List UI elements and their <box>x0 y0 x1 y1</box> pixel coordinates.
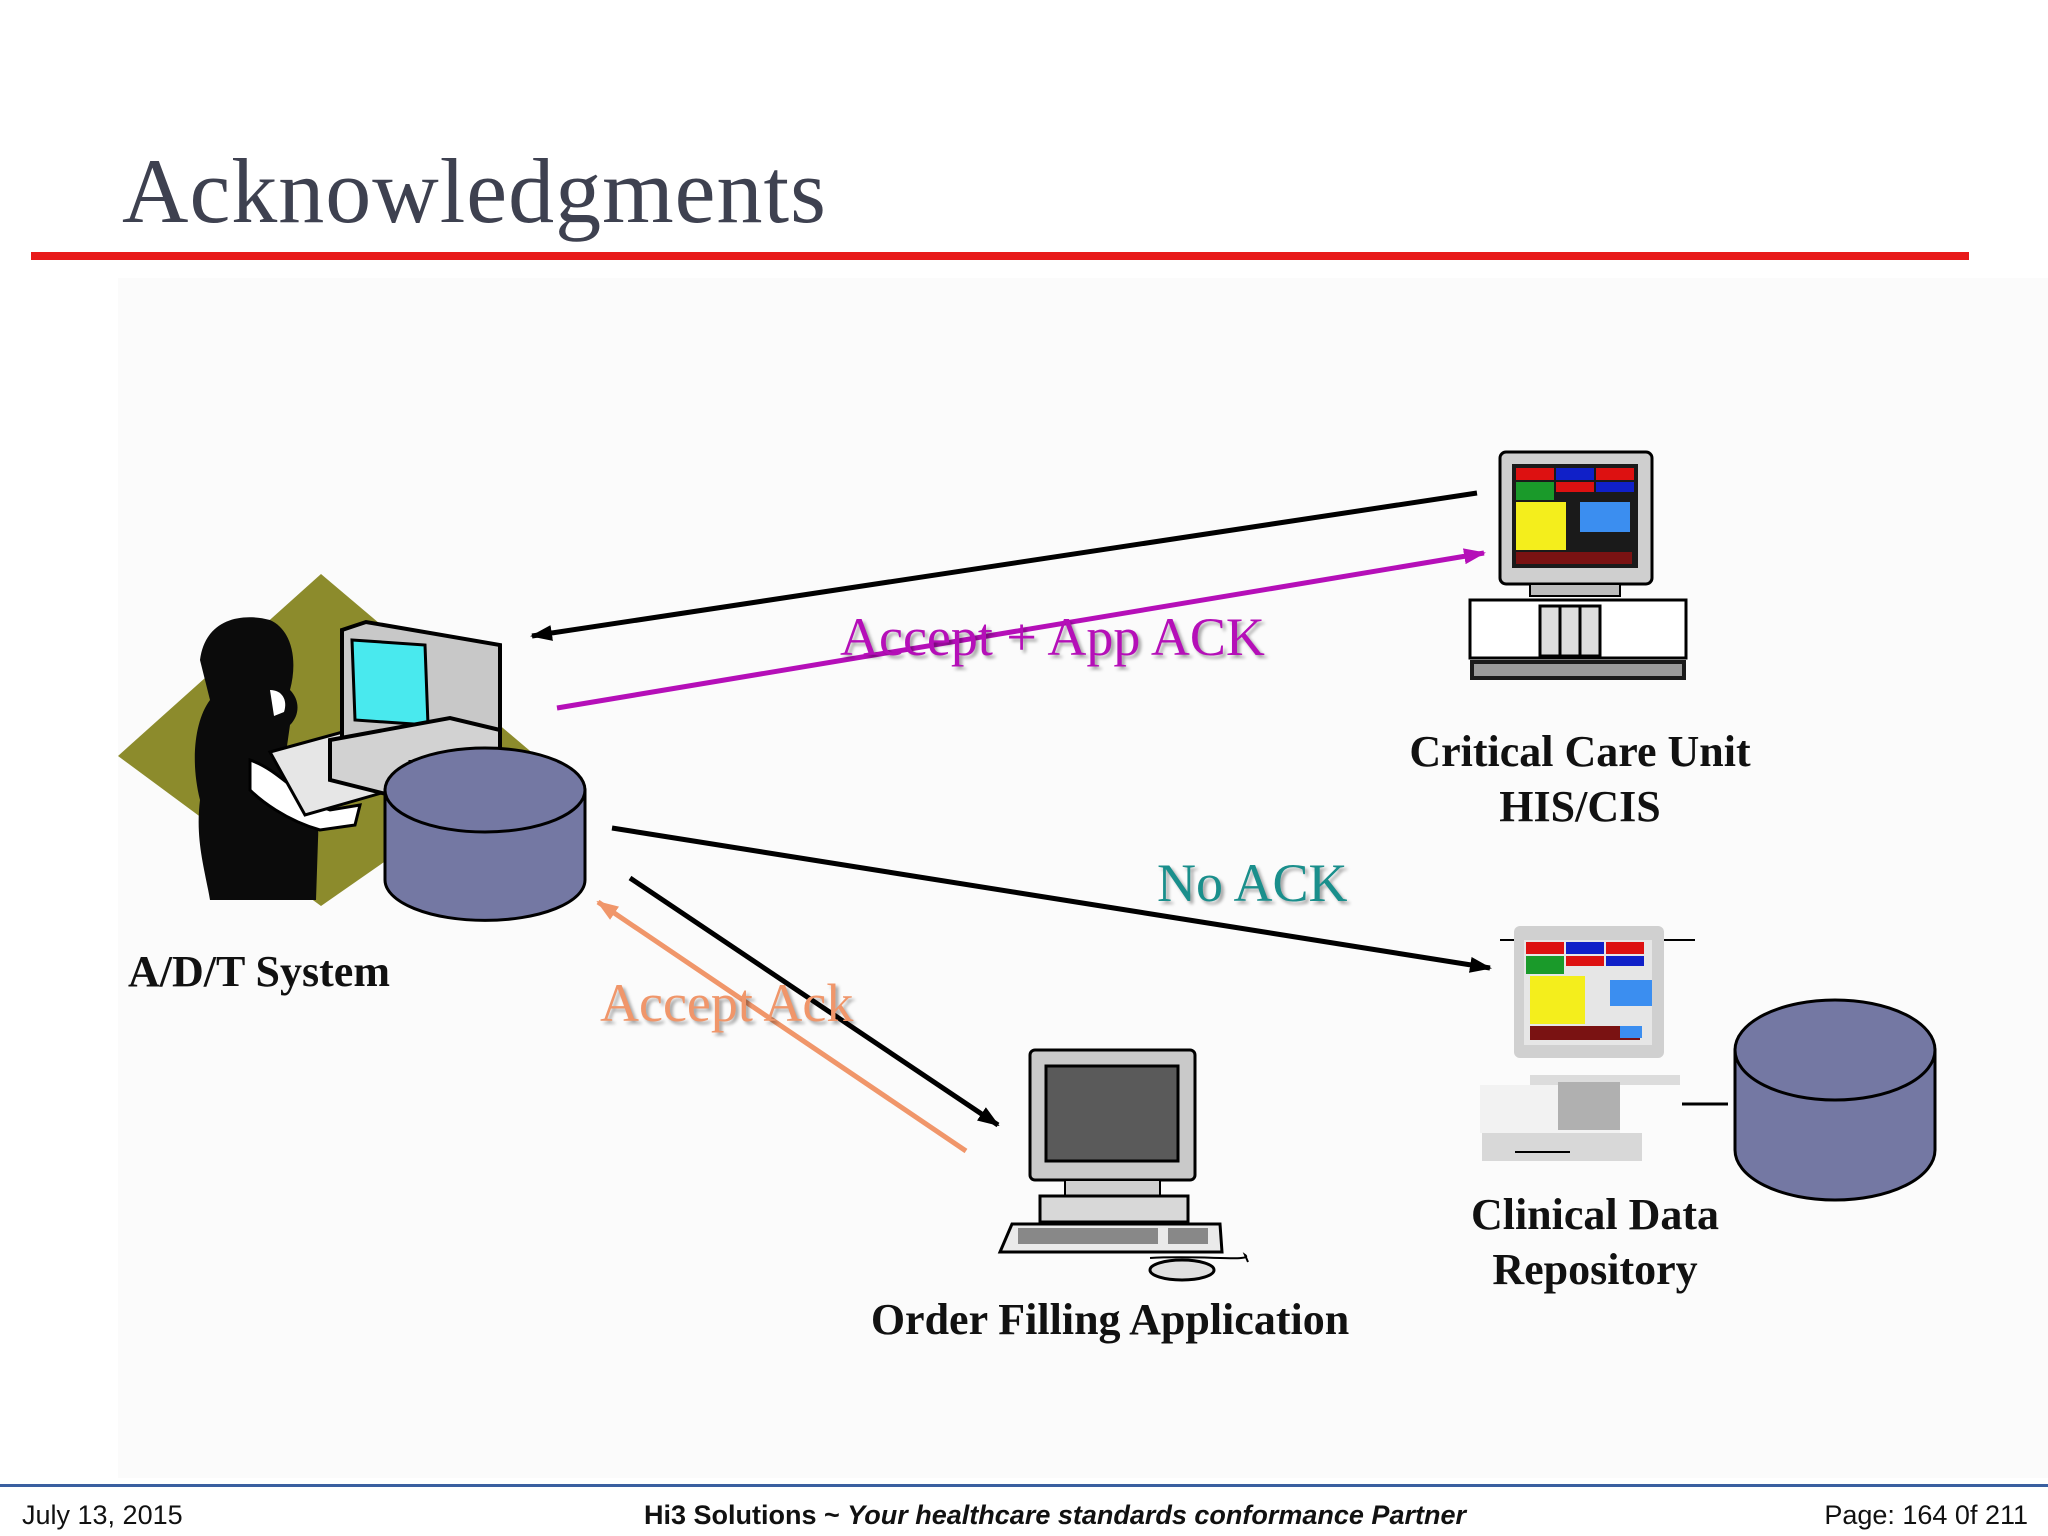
ccu-workstation-icon <box>1468 450 1688 680</box>
footer-tagline-line: Hi3 Solutions ~ Your healthcare standard… <box>644 1500 1466 1531</box>
footer-company: Hi3 Solutions ~ <box>644 1500 848 1530</box>
footer-tagline: Your healthcare standards conformance Pa… <box>847 1500 1466 1530</box>
title-underline <box>31 252 1969 260</box>
arrow-ccu-to-adt <box>530 490 1478 641</box>
label-adt-system: A/D/T System <box>128 947 390 996</box>
footer-page-number: Page: 164 0f 211 <box>1824 1500 2028 1530</box>
arrow-adt-to-cdr <box>611 825 1492 973</box>
arrow-adt-to-order <box>628 875 1000 1128</box>
label-accept-app-ack: Accept + App ACK <box>840 607 1265 667</box>
label-cdr-line2: Repository <box>1492 1245 1698 1294</box>
order-workstation-icon <box>997 1048 1249 1282</box>
label-ccu-line1: Critical Care Unit <box>1409 727 1751 776</box>
footer-date: July 13, 2015 <box>22 1500 183 1530</box>
label-ccu-line2: HIS/CIS <box>1499 782 1661 831</box>
label-order-filling: Order Filling Application <box>870 1295 1350 1344</box>
adt-database-icon <box>383 746 587 922</box>
label-no-ack: No ACK <box>1157 853 1348 913</box>
label-cdr-line1: Clinical Data <box>1470 1190 1720 1239</box>
arrow-order-to-adt <box>596 899 968 1154</box>
arrow-adt-to-ccu <box>556 548 1486 711</box>
slide-title: Acknowledgments <box>122 140 827 242</box>
footer-divider <box>0 1484 2048 1487</box>
cdr-workstation-icon <box>1480 926 1695 1161</box>
cdr-database-icon <box>1682 998 1937 1202</box>
label-accept-ack: Accept Ack <box>600 973 854 1033</box>
